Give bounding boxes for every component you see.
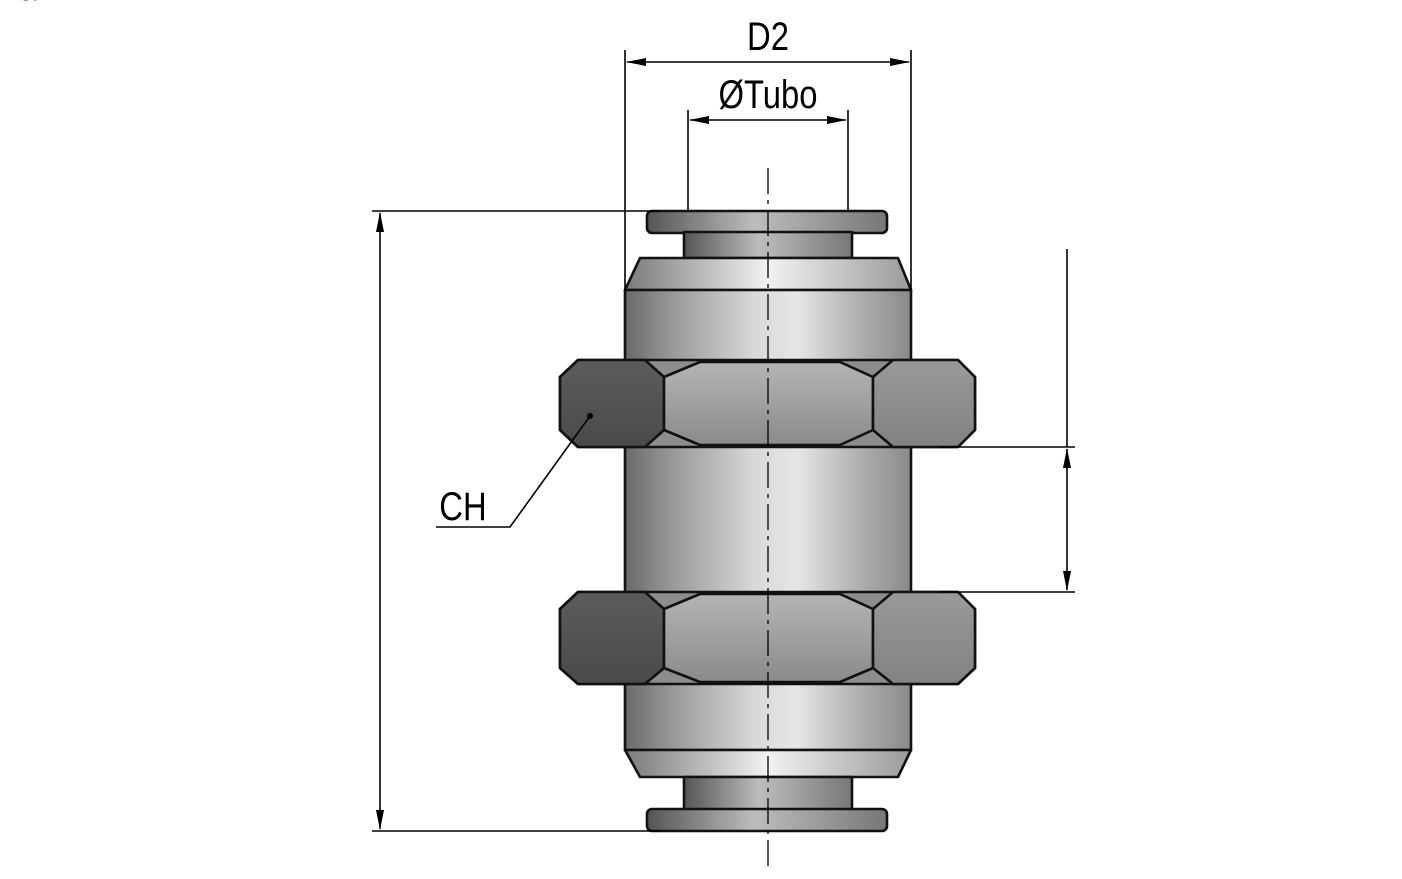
l1-label: L1 — [0, 0, 18, 9]
tube-diameter-label: ØTubo — [718, 72, 817, 117]
bottom-collet-flange — [645, 807, 889, 833]
d2-label: D2 — [747, 14, 789, 59]
tube-diameter-dimension: ØTubo — [687, 72, 849, 211]
lower-nut-left-flat — [558, 590, 666, 686]
lower-nut-right-flat — [871, 590, 977, 686]
ch-label: CH — [439, 484, 486, 529]
d2-dimension: D2 — [624, 14, 912, 290]
l2-max-dimension: L2 max — [0, 0, 1075, 593]
top-collet-flange — [645, 209, 889, 235]
upper-nut-right-flat — [871, 358, 977, 449]
l2-max-label: L2 max — [0, 0, 54, 9]
ch-callout: CH — [436, 415, 591, 529]
ch-leader-line — [436, 415, 591, 528]
l1-dimension: L1 — [0, 0, 660, 832]
upper-nut-left-flat — [558, 358, 666, 449]
